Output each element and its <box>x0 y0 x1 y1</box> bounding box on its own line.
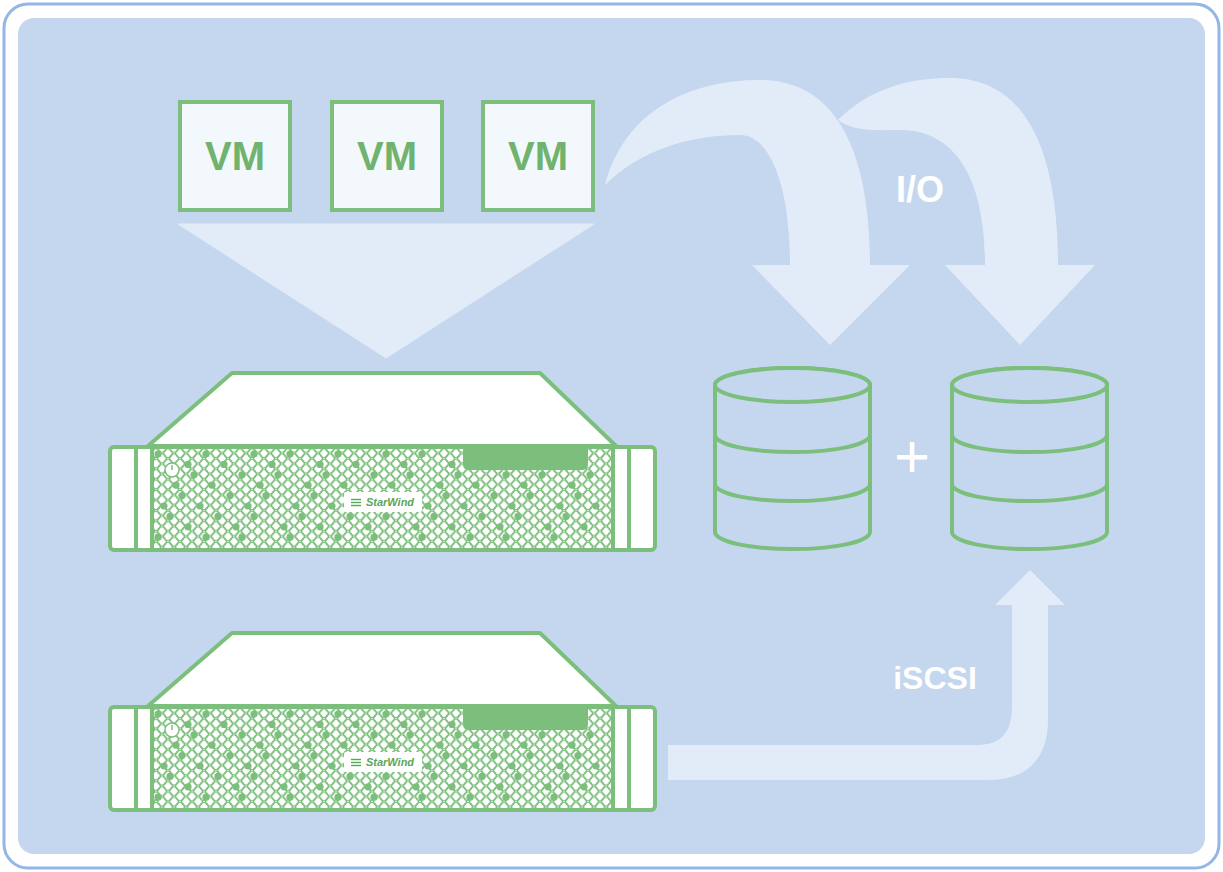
database-top <box>715 368 870 402</box>
host-funnel-arrow <box>316 224 456 358</box>
vm-label: VM <box>508 134 568 179</box>
rack-ear-edge <box>150 447 154 550</box>
brand-badge: StarWind <box>344 752 422 772</box>
database-ring <box>952 484 1107 501</box>
server-front <box>110 447 655 550</box>
database-ring <box>715 435 870 452</box>
rack-ear-edge <box>150 707 154 810</box>
brand-name: StarWind <box>366 496 414 508</box>
database-cylinder <box>715 368 870 549</box>
brand-badge: StarWind <box>344 492 422 512</box>
outer-frame <box>4 4 1219 868</box>
flow-label: iSCSI <box>893 660 977 697</box>
vm-box: VM <box>330 100 444 212</box>
database-ring <box>952 435 1107 452</box>
brand-name: StarWind <box>366 756 414 768</box>
server-drawing <box>108 370 658 554</box>
server-unit: StarWind <box>108 370 658 554</box>
server-top <box>148 633 616 706</box>
vm-box: VM <box>178 100 292 212</box>
iscsi-arrow <box>668 570 1065 780</box>
io-arrow <box>838 78 1095 345</box>
power-icon <box>171 465 173 470</box>
database-cylinder <box>952 368 1107 549</box>
host-funnel-arrow <box>178 224 386 358</box>
rack-ear-edge <box>627 447 631 550</box>
host-funnel-arrow <box>386 224 594 358</box>
vm-label: VM <box>205 134 265 179</box>
rack-ear-edge <box>134 707 138 810</box>
brand-logo-icon <box>350 758 362 767</box>
plus-sign: + <box>894 420 930 491</box>
database-pair <box>715 368 1107 549</box>
rack-ear-edge <box>611 707 615 810</box>
brand-logo-icon <box>350 498 362 507</box>
flow-label: I/O <box>896 169 944 211</box>
server-top <box>148 373 616 446</box>
database-ring <box>715 484 870 501</box>
drive-slot <box>463 707 588 730</box>
power-button <box>165 463 179 477</box>
vm-box: VM <box>481 100 595 212</box>
drive-slot <box>463 447 588 470</box>
power-icon <box>171 725 173 730</box>
power-button <box>165 723 179 737</box>
rack-ear-edge <box>627 707 631 810</box>
database-top <box>952 368 1107 402</box>
server-front <box>110 707 655 810</box>
server-drawing <box>108 630 658 814</box>
rack-ear-edge <box>611 447 615 550</box>
rack-ear-edge <box>134 447 138 550</box>
panel-ground <box>18 18 1205 854</box>
vm-label: VM <box>357 134 417 179</box>
server-unit: StarWind <box>108 630 658 814</box>
